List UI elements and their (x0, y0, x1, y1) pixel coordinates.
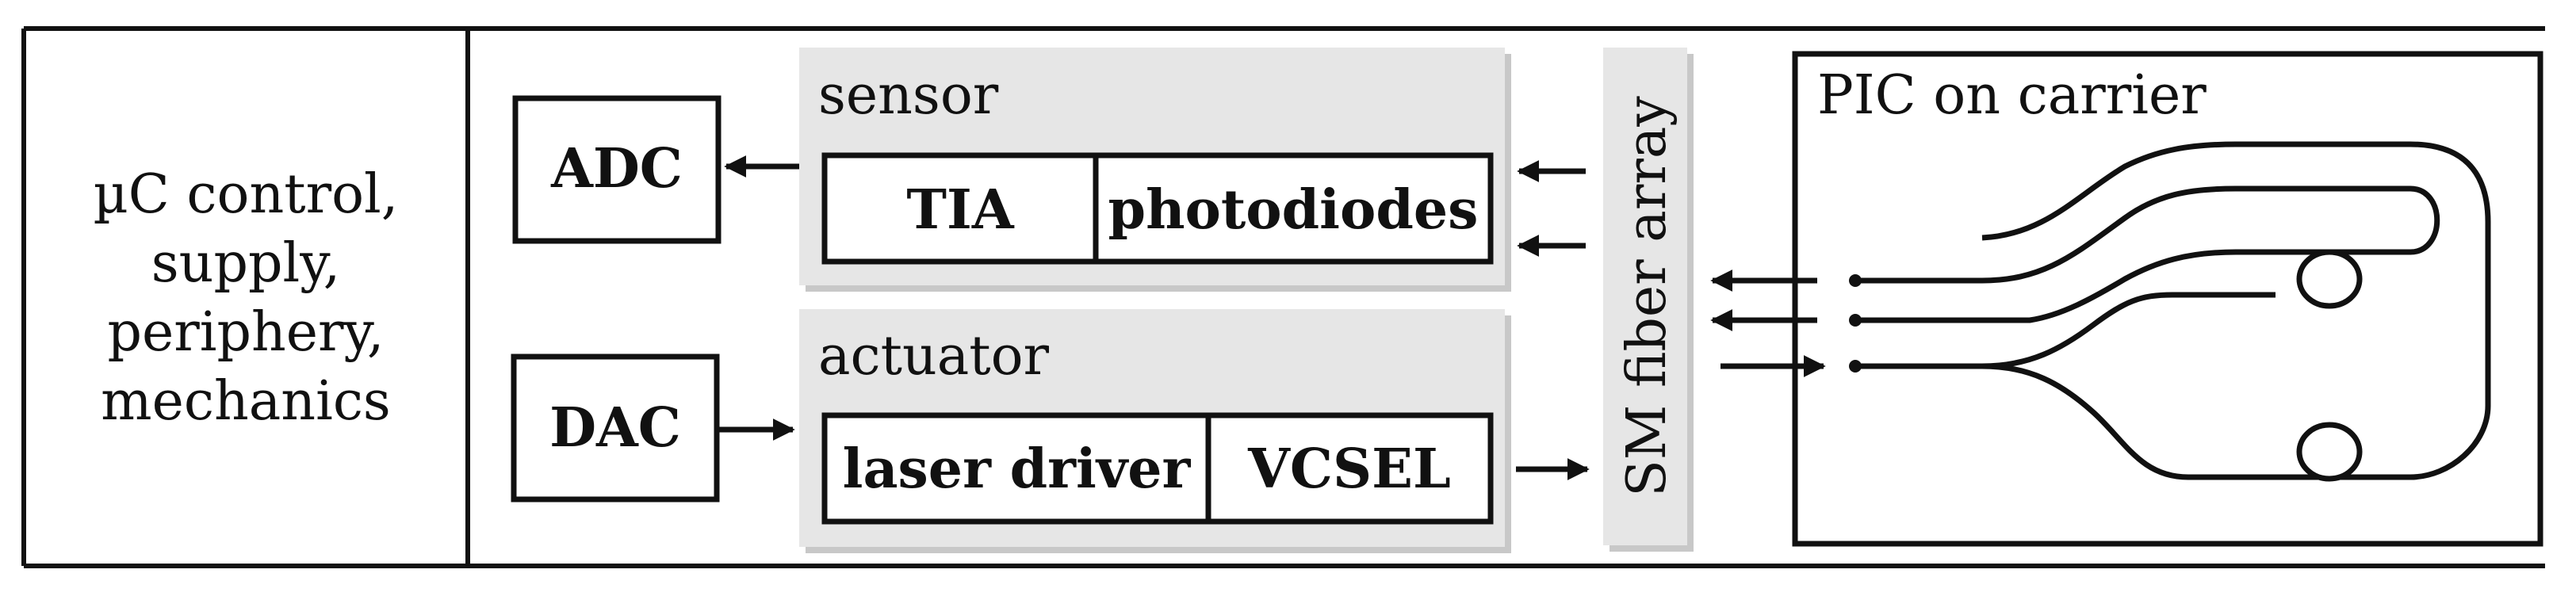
coupler-dot-1 (1849, 274, 1862, 287)
actuator-panel: actuator laser driver VCSEL (799, 309, 1511, 553)
coupler-dot-3 (1849, 360, 1862, 373)
pic-block: PIC on carrier (1792, 51, 2543, 547)
dac-label: DAC (549, 396, 681, 460)
dac-block: DAC (511, 354, 720, 503)
coupler-dot-2 (1849, 314, 1862, 327)
left-panel-line-4: mechanics (101, 370, 391, 433)
waveguides (1855, 141, 2491, 480)
outer-frame (21, 26, 2545, 568)
left-panel-line-3: periphery, (107, 301, 384, 364)
fiber-array-label: SM fiber array (1616, 96, 1678, 497)
sensor-title: sensor (818, 64, 999, 127)
sensor-panel: sensor TIA photodiodes (799, 48, 1511, 292)
ring-resonator-bottom (2296, 422, 2363, 482)
left-panel-line-2: supply, (151, 232, 341, 295)
actuator-title: actuator (818, 325, 1050, 388)
adc-block: ADC (512, 95, 722, 244)
photodiodes-label: photodiodes (1108, 178, 1479, 242)
adc-label: ADC (550, 137, 683, 201)
arrows (718, 155, 1826, 480)
left-panel-text: µC control, supply, periphery, mechanics (94, 163, 399, 433)
ring-resonator-top (2296, 249, 2363, 309)
pic-title: PIC on carrier (1817, 64, 2207, 127)
left-panel-line-1: µC control, (94, 163, 399, 226)
tia-label: TIA (906, 178, 1014, 242)
fiber-array-block: SM fiber array (1603, 48, 1694, 552)
laser-driver-label: laser driver (843, 438, 1192, 501)
vcsel-label: VCSEL (1247, 438, 1451, 501)
